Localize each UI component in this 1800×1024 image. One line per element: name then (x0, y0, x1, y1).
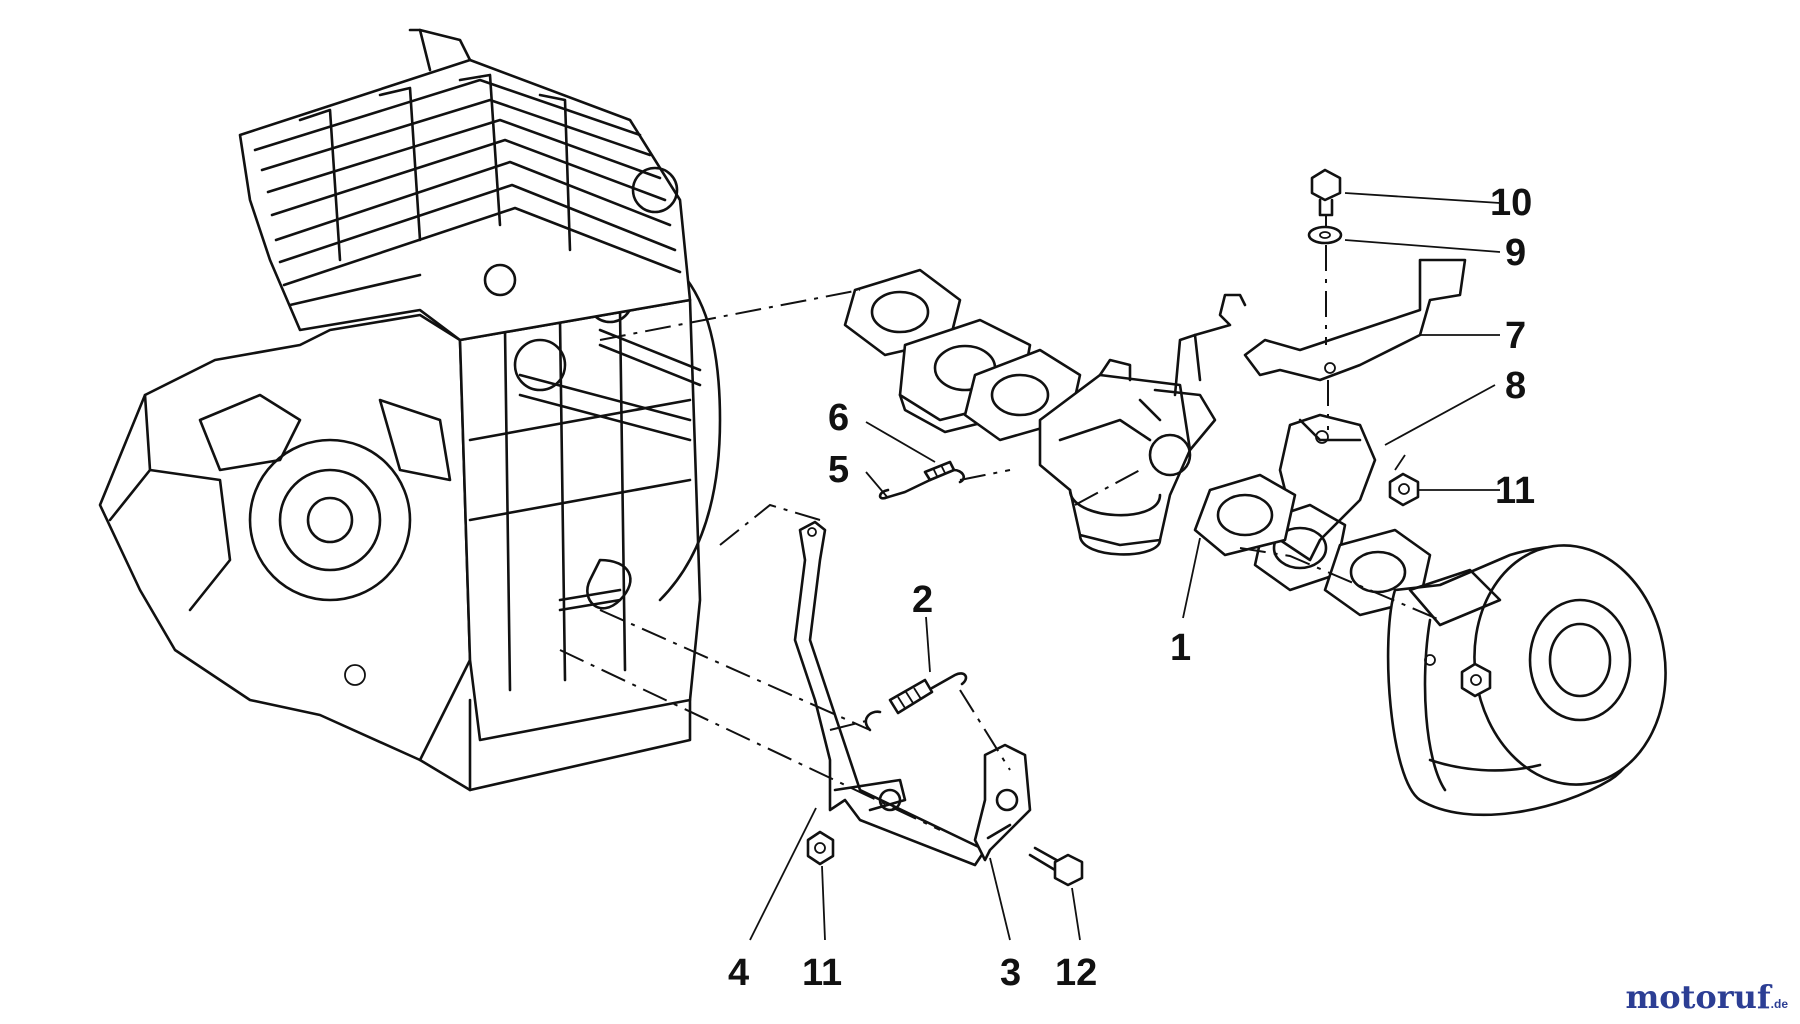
leader-11-left (821, 865, 826, 941)
callout-8: 8 (1505, 365, 1526, 407)
leader-10 (1344, 192, 1501, 204)
callout-6: 6 (828, 397, 849, 439)
callout-2: 2 (912, 579, 933, 621)
callout-7: 7 (1505, 315, 1526, 357)
leader-6 (865, 421, 936, 463)
brand-name: motoruf (1625, 978, 1771, 1016)
governor-link (878, 478, 932, 500)
center-lines (559, 289, 1441, 831)
leader-2 (925, 616, 931, 673)
bolt (1310, 168, 1342, 217)
nut-right (1388, 472, 1420, 507)
callout-1: 1 (1170, 627, 1191, 669)
leader-12 (1071, 887, 1081, 941)
governor-lever (793, 520, 987, 867)
brand-suffix: .de (1770, 997, 1788, 1011)
bolt-axis-line (1325, 215, 1329, 430)
callout-labels: 1 2 3 4 5 6 7 8 9 10 11 11 12 (728, 182, 1535, 994)
callout-11-right: 11 (1495, 470, 1535, 512)
bracket (1243, 258, 1467, 382)
leader-8 (1384, 384, 1496, 446)
nut-left (806, 830, 835, 866)
carburetor (1038, 293, 1247, 556)
leader-lines (749, 192, 1501, 941)
air-cleaner (1386, 544, 1667, 817)
callout-4: 4 (728, 952, 749, 994)
spring (864, 672, 968, 732)
leader-4 (749, 807, 817, 941)
callout-10: 10 (1490, 182, 1532, 224)
gasket-1 (1193, 473, 1297, 557)
brand-logo: motoruf.de (1625, 978, 1788, 1016)
leader-3 (989, 857, 1011, 941)
callout-3: 3 (1000, 952, 1021, 994)
spring-small (923, 460, 966, 484)
callout-12: 12 (1055, 952, 1097, 994)
callout-5: 5 (828, 449, 849, 491)
leader-5 (865, 471, 889, 499)
speed-control-plate (973, 743, 1032, 862)
bolt-12 (1028, 846, 1084, 887)
callout-11-left: 11 (802, 952, 842, 994)
leader-9 (1344, 239, 1501, 253)
nut-right-leader-tick (1394, 454, 1406, 471)
leader-1 (1182, 537, 1201, 619)
engine-block (98, 28, 722, 792)
washer (1307, 225, 1343, 245)
callout-9: 9 (1505, 232, 1526, 274)
